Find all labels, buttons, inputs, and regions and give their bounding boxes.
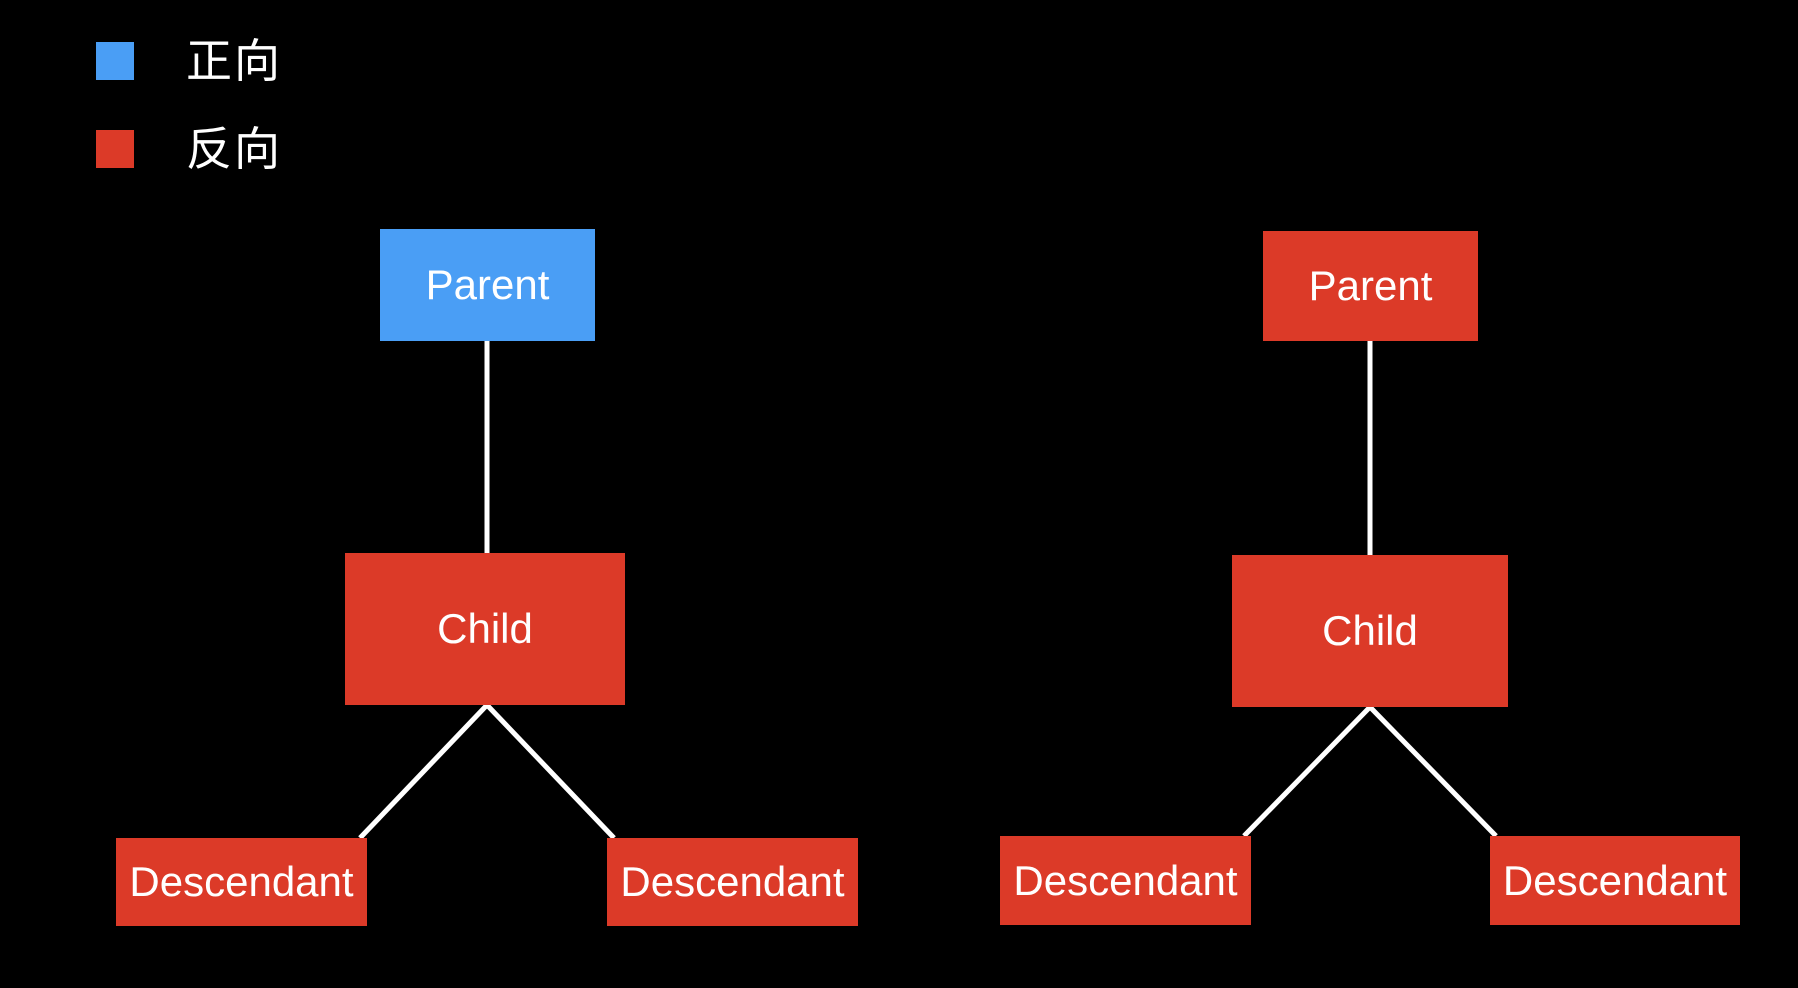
node-r-child[interactable]: Child [1232, 555, 1508, 707]
node-label: Parent [425, 261, 550, 308]
node-label: Parent [1308, 262, 1433, 309]
node-label: Descendant [1013, 856, 1238, 904]
legend-swatch-reverse [96, 130, 134, 168]
node-label: Descendant [620, 858, 845, 905]
legend-item: 反向 [96, 124, 282, 174]
legend: 正向反向 [96, 36, 282, 212]
node-r-parent[interactable]: Parent [1263, 231, 1478, 341]
legend-item: 正向 [96, 36, 282, 86]
edge-l-child-to-l-desc-1 [358, 703, 489, 840]
node-label: Child [1322, 607, 1418, 654]
node-label: Descendant [129, 858, 354, 905]
node-label: Child [437, 605, 533, 652]
legend-item-label: 正向 [186, 35, 282, 87]
legend-item-label: 反向 [186, 123, 282, 175]
node-l-desc-1[interactable]: Descendant [116, 838, 367, 926]
node-l-child[interactable]: Child [345, 553, 625, 705]
node-r-desc-1[interactable]: Descendant [1000, 836, 1251, 925]
node-l-parent[interactable]: Parent [380, 229, 595, 341]
legend-swatch-forward [96, 42, 134, 80]
node-label: Descendant [1502, 856, 1728, 904]
edge-l-child-to-l-desc-2 [485, 703, 616, 840]
edge-r-child-to-r-desc-1 [1242, 705, 1372, 838]
node-l-desc-2[interactable]: Descendant [607, 838, 858, 926]
edge-r-child-to-r-desc-2 [1368, 705, 1498, 838]
node-r-desc-2[interactable]: Descendant [1490, 836, 1740, 925]
